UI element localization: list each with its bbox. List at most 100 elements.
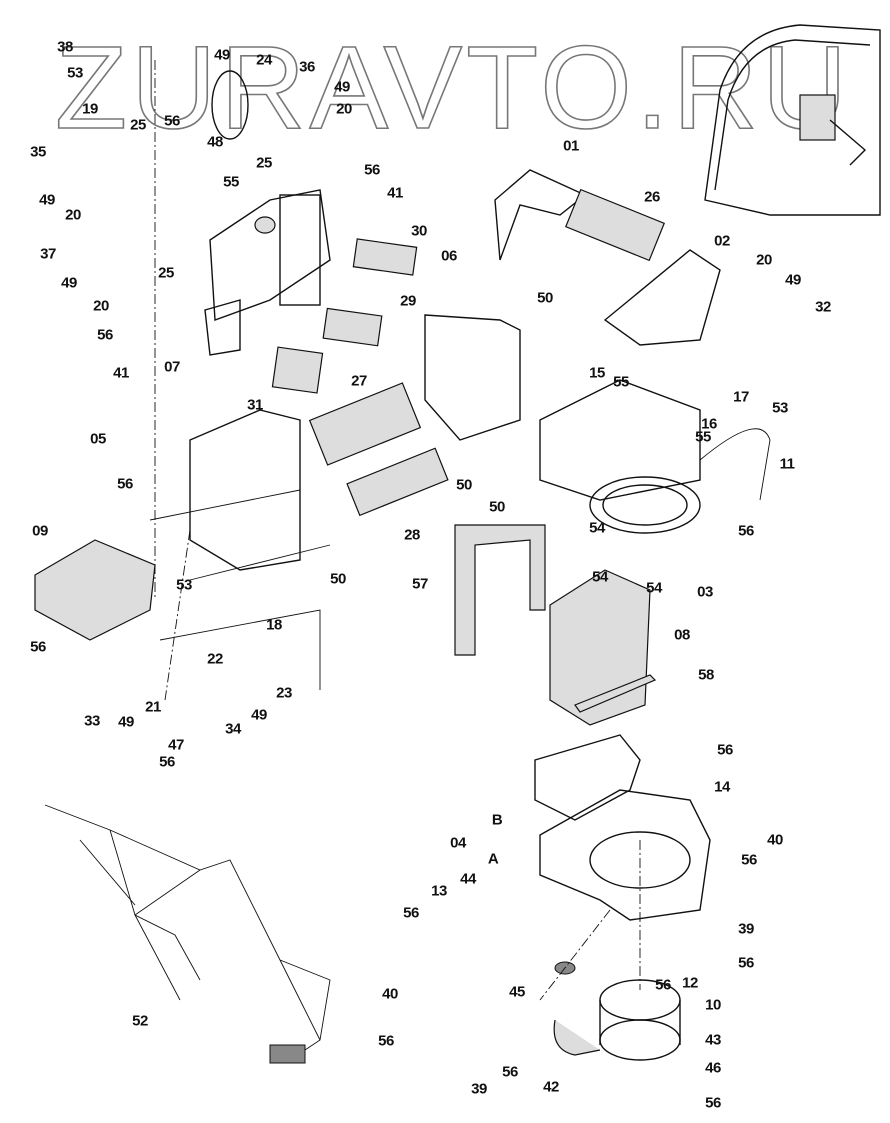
part-label-49: 49 <box>334 78 350 96</box>
part-label-30: 30 <box>411 222 427 240</box>
part-label-14: 14 <box>714 778 730 796</box>
part-label-20: 20 <box>65 206 81 224</box>
part-label-17: 17 <box>733 388 749 406</box>
control-panel-frame <box>204 189 331 356</box>
part-label-25: 25 <box>256 154 272 172</box>
part-label-56: 56 <box>159 753 175 771</box>
wire-11 <box>699 428 771 501</box>
part-label-41: 41 <box>387 184 403 202</box>
part-label-37: 37 <box>40 245 56 263</box>
case-04b <box>534 734 641 821</box>
part-label-56: 56 <box>164 112 180 130</box>
filter-31 <box>271 346 324 394</box>
duct-02 <box>603 249 721 346</box>
part-label-40: 40 <box>382 985 398 1003</box>
part-label-41: 41 <box>113 364 129 382</box>
part-label-15: 15 <box>589 364 605 382</box>
part-label-25: 25 <box>158 264 174 282</box>
housing-05 <box>189 409 301 571</box>
part-label-B: B <box>491 811 503 829</box>
part-label-09: 09 <box>32 522 48 540</box>
part-label-29: 29 <box>400 292 416 310</box>
filter-30 <box>352 238 418 276</box>
part-label-36: 36 <box>299 58 315 76</box>
part-label-A: A <box>487 850 499 868</box>
part-label-56: 56 <box>717 741 733 759</box>
part-label-49: 49 <box>214 46 230 64</box>
part-label-49: 49 <box>39 191 55 209</box>
part-label-39: 39 <box>738 920 754 938</box>
part-label-32: 32 <box>815 298 831 316</box>
part-26 <box>565 188 665 262</box>
part-label-46: 46 <box>705 1059 721 1077</box>
part-label-56: 56 <box>364 161 380 179</box>
strip-58 <box>574 674 657 713</box>
part-label-31: 31 <box>247 396 263 414</box>
part-label-47: 47 <box>168 736 184 754</box>
wire-42 <box>553 1019 601 1056</box>
part-label-27: 27 <box>351 372 367 390</box>
part-label-49: 49 <box>61 274 77 292</box>
part-label-54: 54 <box>589 519 605 537</box>
part-label-19: 19 <box>82 100 98 118</box>
part-label-24: 24 <box>256 51 272 69</box>
part-label-26: 26 <box>644 188 660 206</box>
connector <box>269 1044 306 1064</box>
part-label-23: 23 <box>276 684 292 702</box>
filter-29 <box>322 307 383 347</box>
part-label-11: 11 <box>779 455 795 473</box>
part-label-57: 57 <box>412 575 428 593</box>
part-label-49: 49 <box>251 706 267 724</box>
part-label-28: 28 <box>404 526 420 544</box>
part-label-33: 33 <box>84 712 100 730</box>
part-label-20: 20 <box>93 297 109 315</box>
part-label-16: 16 <box>701 415 717 433</box>
part-label-56: 56 <box>378 1032 394 1050</box>
part-label-04: 04 <box>450 834 466 852</box>
watermark: ZURAVTO.RU <box>55 22 851 154</box>
part-label-50: 50 <box>456 476 472 494</box>
harness-52 <box>44 804 331 1061</box>
seal-57 <box>454 524 546 656</box>
part-label-56: 56 <box>502 1063 518 1081</box>
part-label-56: 56 <box>117 475 133 493</box>
part-label-53: 53 <box>176 576 192 594</box>
part-label-56: 56 <box>738 522 754 540</box>
part-label-40: 40 <box>767 831 783 849</box>
part-label-53: 53 <box>67 64 83 82</box>
part-label-55: 55 <box>223 173 239 191</box>
part-label-34: 34 <box>225 720 241 738</box>
part-label-55: 55 <box>695 428 711 446</box>
part-label-50: 50 <box>537 289 553 307</box>
part-label-54: 54 <box>592 568 608 586</box>
part-label-56: 56 <box>738 954 754 972</box>
part-label-20: 20 <box>756 251 772 269</box>
part-label-21: 21 <box>145 698 161 716</box>
part-label-56: 56 <box>655 976 671 994</box>
part-label-52: 52 <box>132 1012 148 1030</box>
part-label-56: 56 <box>403 904 419 922</box>
part-label-56: 56 <box>30 638 46 656</box>
blower-motor-10 <box>599 1019 681 1061</box>
part-label-56: 56 <box>705 1094 721 1112</box>
part-label-45: 45 <box>509 983 525 1001</box>
part-label-50: 50 <box>330 570 346 588</box>
part-label-22: 22 <box>207 650 223 668</box>
part-label-56: 56 <box>741 851 757 869</box>
part-label-39: 39 <box>471 1080 487 1098</box>
part-label-49: 49 <box>785 271 801 289</box>
part-label-06: 06 <box>441 247 457 265</box>
heater-core-09 <box>34 539 156 641</box>
part-label-38: 38 <box>57 38 73 56</box>
filter-27 <box>308 382 422 466</box>
part-label-43: 43 <box>705 1031 721 1049</box>
part-label-53: 53 <box>772 399 788 417</box>
part-label-12: 12 <box>682 974 698 992</box>
duct-01 <box>494 169 587 261</box>
part-label-20: 20 <box>336 100 352 118</box>
part-label-07: 07 <box>164 358 180 376</box>
case-03 <box>539 379 701 501</box>
part-label-49: 49 <box>118 713 134 731</box>
